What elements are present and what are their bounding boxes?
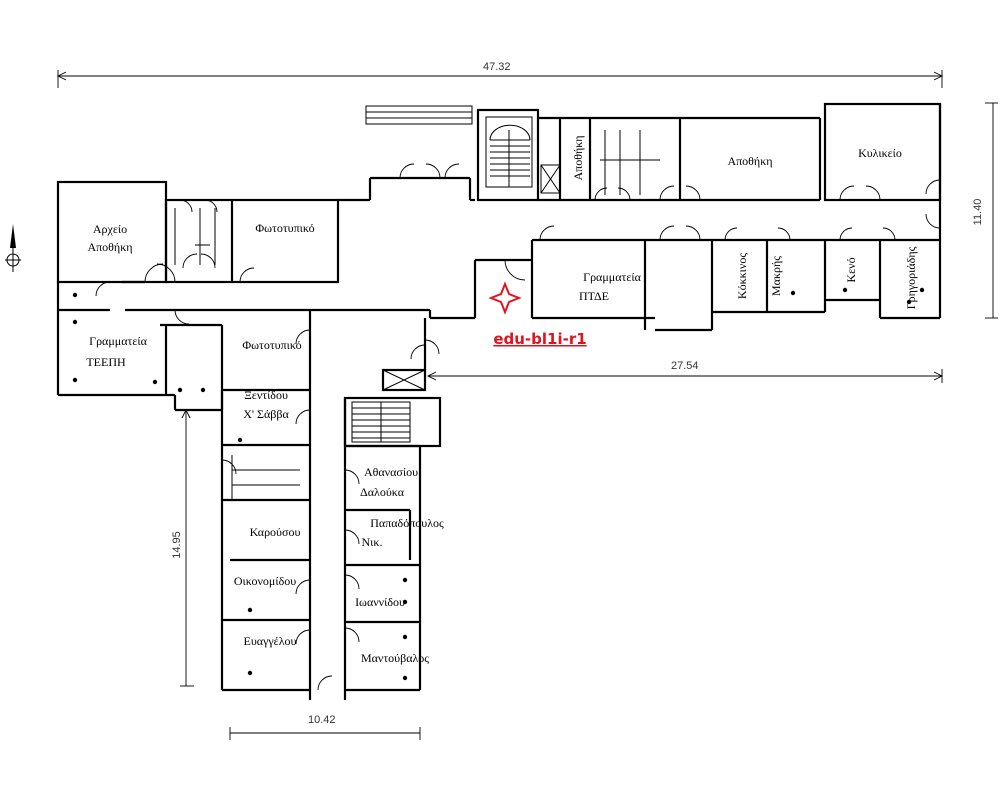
room-xentidou-line1: Ξεντίδου [244, 388, 288, 402]
room-keno: Κενό [844, 257, 858, 282]
east-wing-walls [532, 238, 940, 332]
center-corridor-walls [300, 176, 534, 700]
room-storage-small: Αποθήκη [571, 135, 585, 180]
room-xentidou-line2: Χ' Σάββα [243, 407, 289, 421]
east-wing-doors [539, 225, 896, 241]
north-shaft-icon [540, 164, 561, 194]
room-mantouvalos: Μαντούβαλος [361, 651, 429, 665]
room-grigoriadis: Γρηγοριάδης [904, 246, 918, 309]
room-archive-line2: Αποθήκη [87, 240, 132, 254]
room-secretariat-ptde-line2: ΠΤΔΕ [579, 289, 609, 303]
location-star-icon[interactable] [488, 281, 522, 315]
room-canteen: Κυλικείο [858, 146, 902, 160]
marker-label[interactable]: edu-bl1i-r1 [493, 330, 586, 348]
dimension-bottom-label: 10.42 [308, 714, 336, 726]
dimension-left-label: 14.95 [171, 531, 183, 559]
room-karousou: Καρούσου [250, 525, 301, 539]
left-wing-walls [56, 180, 340, 412]
room-storage-big: Αποθήκη [727, 154, 772, 168]
dimension-right: 11.40 [972, 102, 998, 319]
room-papadopoulos-line1: Παπαδόπουλος [370, 516, 444, 530]
room-kokkinos: Κόκκινος [735, 253, 749, 299]
center-doors [399, 163, 526, 360]
dimension-middle-label: 27.54 [671, 360, 699, 372]
room-secretariat-teepi-line1: Γραμματεία [89, 334, 147, 348]
south-wing-walls [220, 368, 442, 692]
room-athanasiou-line1: Αθανασίου [364, 465, 418, 479]
dimension-top: 47.32 [56, 61, 944, 88]
dimension-middle: 27.54 [426, 360, 944, 383]
north-block-walls [476, 102, 942, 318]
room-oikonomidou: Οικονομίδου [234, 574, 296, 588]
room-ioannidou: Ιωαννίδου [355, 595, 405, 609]
dimension-top-label: 47.32 [483, 61, 511, 73]
room-secretariat-ptde-line1: Γραμματεία [583, 270, 641, 284]
top-bench [365, 105, 473, 125]
south-stair-icon [351, 401, 411, 443]
south-wing-doors [221, 329, 360, 691]
room-secretariat-teepi-line2: ΤΕΕΠΗ [86, 355, 126, 369]
room-evangelou: Ευαγγέλου [244, 634, 297, 648]
left-wing-doors [95, 199, 255, 325]
room-papadopoulos-line2: Νικ. [362, 535, 383, 549]
outlet-dots [72, 287, 925, 681]
room-copier-mid: Φωτοτυπικό [242, 338, 301, 352]
dimension-right-label: 11.40 [972, 199, 984, 226]
north-stair-icon [489, 124, 531, 187]
dimension-bottom: 10.42 [229, 714, 421, 740]
room-archive-line1: Αρχείο [93, 222, 127, 236]
north-arrow-icon [5, 224, 21, 272]
room-labels: Αρχείο Αποθήκη Φωτοτυπικό Γραμματεία ΤΕΕ… [86, 135, 918, 665]
room-copier-top: Φωτοτυπικό [255, 221, 314, 235]
room-makris: Μακρής [769, 256, 783, 296]
north-doors [594, 179, 941, 229]
dimension-left-vertical: 14.95 [171, 408, 194, 687]
room-athanasiou-line2: Δαλούκα [360, 485, 405, 499]
